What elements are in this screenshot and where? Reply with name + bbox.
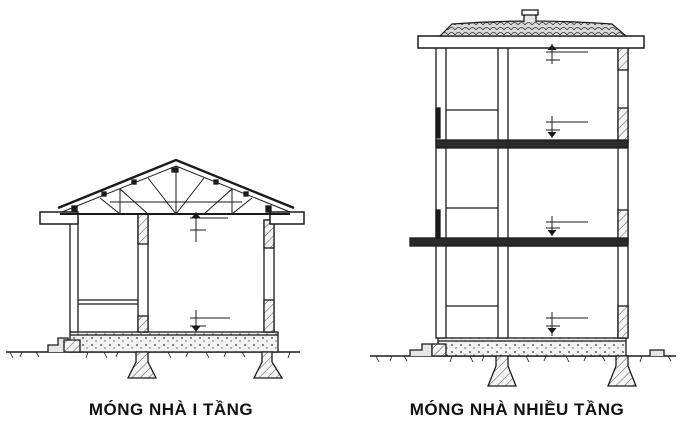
column-right-left — [435, 45, 447, 339]
multi-storey-house — [370, 9, 676, 387]
roof-truss — [99, 166, 253, 215]
column-right-middle — [497, 45, 509, 339]
wall-left-outer — [69, 221, 79, 333]
level-marker-right-4 — [546, 44, 588, 64]
single-storey-house — [6, 158, 305, 379]
column-right-right — [617, 45, 629, 339]
footing-right-2 — [607, 355, 637, 387]
caption-single-storey: MÓNG NHÀ I TẦNG — [88, 400, 254, 419]
roof-tiles — [438, 20, 628, 37]
level-marker-right-2 — [546, 216, 588, 236]
footing-left-0 — [63, 339, 81, 353]
footing-left-2 — [252, 351, 284, 379]
roof-outline-left — [57, 158, 295, 210]
level-marker-left-upper — [190, 212, 228, 242]
floor-beam-2 — [435, 139, 629, 149]
level-marker-right-1 — [546, 312, 588, 336]
level-marker-right-3 — [546, 116, 588, 138]
footing-right-1 — [487, 355, 517, 387]
roof-beam — [417, 35, 645, 49]
footing-right-0 — [431, 343, 447, 357]
floor-beam-3 — [409, 237, 629, 247]
ground-texture-left — [9, 351, 291, 359]
entry-step-right-right — [649, 349, 665, 356]
ground-texture-right — [375, 355, 672, 363]
caption-multi-storey: MÓNG NHÀ NHIỀU TẦNG — [409, 400, 625, 419]
footing-left-1 — [126, 351, 158, 379]
entry-step-right-left — [409, 343, 433, 356]
level-marker-left-lower — [190, 310, 230, 332]
